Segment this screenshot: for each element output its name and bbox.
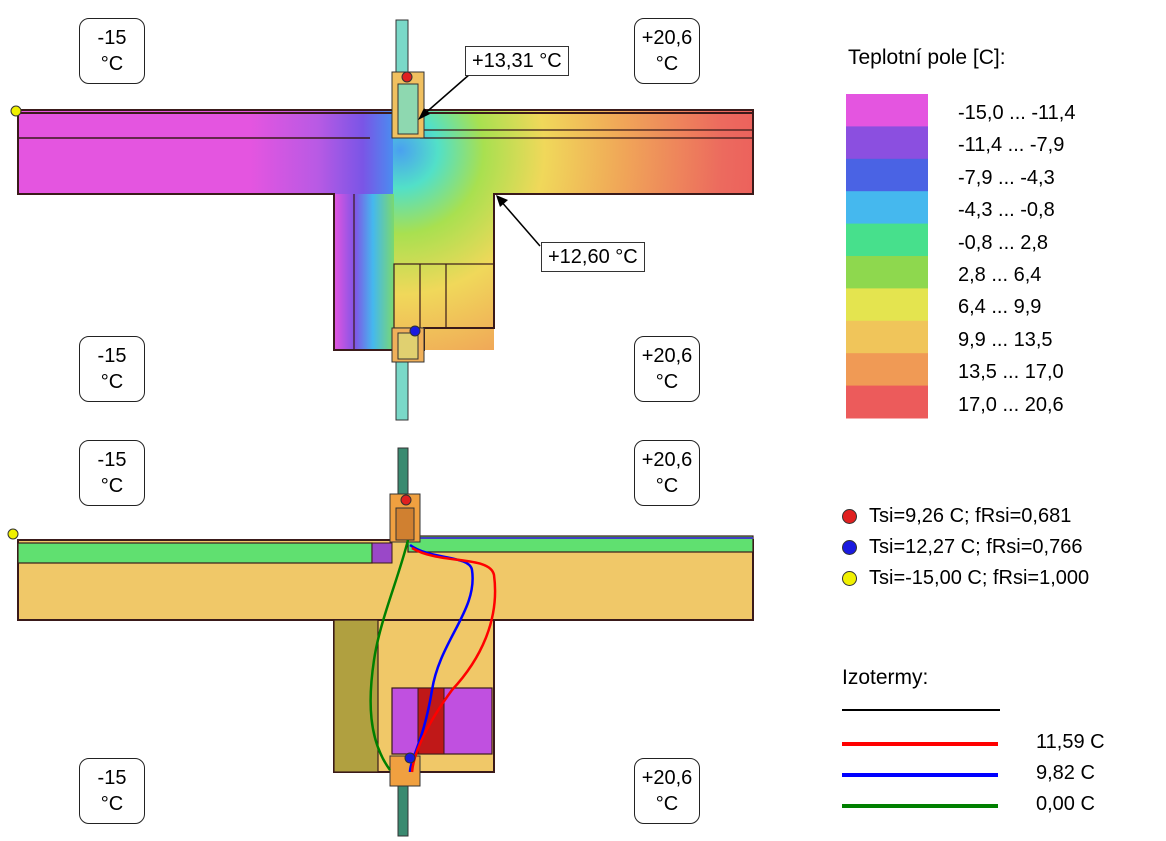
temp-value: -15: [97, 27, 127, 49]
temp-unit: °C: [100, 371, 124, 393]
legend-range-label: -0,8 ... 2,8: [958, 231, 1049, 254]
exterior-temp-top-1: -15 °C: [79, 18, 145, 84]
temp-unit: °C: [655, 53, 679, 75]
legend-swatch: [846, 385, 928, 419]
isotherms-title: Izotermy:: [842, 666, 929, 689]
temp-unit: °C: [655, 371, 679, 393]
temp-value: +20,6: [641, 27, 693, 49]
legend-swatch: [846, 320, 928, 354]
temp-unit: °C: [100, 793, 124, 815]
legend-range-label: -11,4 ... -7,9: [958, 134, 1065, 157]
temp-value: -15: [97, 767, 127, 789]
legend-range-label: 2,8 ... 6,4: [958, 264, 1042, 286]
temp-unit: °C: [655, 475, 679, 497]
temp-value: -15: [97, 449, 127, 471]
slab-bottom: [7, 447, 754, 837]
legend-range-label: -7,9 ... -4,3: [958, 166, 1055, 189]
legend-range-label: 17,0 ... 20,6: [958, 393, 1064, 416]
temp-unit: °C: [655, 793, 679, 815]
legend-range-label: 13,5 ... 17,0: [958, 361, 1064, 384]
point-legend-item: Tsi=9,26 C; fRsi=0,681: [842, 503, 1071, 529]
interior-temp-top-1: +20,6 °C: [634, 18, 700, 84]
legend-swatch: [846, 256, 928, 289]
temp-value: +20,6: [641, 449, 693, 471]
legend-range-label: -4,3 ... -0,8: [958, 199, 1055, 222]
point-dot-icon: [842, 508, 857, 524]
callout-lower-temp: +12,60 °C: [541, 242, 645, 272]
point-label: Tsi=-15,00 C; fRsi=1,000: [869, 567, 1090, 589]
legend-swatch: [846, 353, 928, 387]
interior-temp-bottom-2: +20,6 °C: [634, 758, 700, 824]
isotherm-line-swatch: [842, 804, 998, 808]
point-legend-item: Tsi=-15,00 C; fRsi=1,000: [842, 565, 1089, 591]
temp-unit: °C: [100, 53, 124, 75]
legend-range-label: 6,4 ... 9,9: [958, 296, 1042, 319]
legend-color-bar: [846, 94, 928, 419]
legend-swatch: [846, 223, 928, 257]
temp-value: -15: [97, 345, 127, 367]
slab-top: [10, 19, 754, 421]
temp-unit: °C: [100, 475, 124, 497]
exterior-temp-top-2: -15 °C: [79, 336, 145, 402]
interior-temp-top-2: +20,6 °C: [634, 336, 700, 402]
isotherm-label: 9,82 C: [1036, 762, 1095, 784]
callout-upper-temp: +13,31 °C: [465, 46, 569, 76]
exterior-temp-bottom-2: -15 °C: [79, 758, 145, 824]
point-legend-item: Tsi=12,27 C; fRsi=0,766: [842, 534, 1082, 560]
point-dot-icon: [842, 539, 857, 555]
point-label: Tsi=12,27 C; fRsi=0,766: [869, 536, 1083, 558]
exterior-temp-bottom-1: -15 °C: [79, 440, 145, 506]
legend-swatch: [846, 288, 928, 322]
temp-value: +20,6: [641, 345, 693, 367]
legend-swatch: [846, 94, 928, 127]
isotherm-line-swatch: [842, 742, 998, 746]
interior-temp-bottom-1: +20,6 °C: [634, 440, 700, 506]
legend-swatch: [846, 126, 928, 160]
legend-range-label: 9,9 ... 13,5: [958, 328, 1053, 351]
legend-title: Teplotní pole [C]:: [848, 46, 1006, 69]
legend-swatch: [846, 191, 928, 225]
legend-range-label: -15,0 ... -11,4: [958, 102, 1076, 124]
isotherm-label: 11,59 C: [1036, 731, 1105, 753]
legend-swatch: [846, 158, 928, 192]
isotherm-line-swatch: [842, 773, 998, 777]
temp-value: +20,6: [641, 767, 693, 789]
isotherms-divider: [842, 709, 1000, 711]
isotherm-label: 0,00 C: [1036, 793, 1095, 815]
point-dot-icon: [842, 570, 857, 586]
point-label: Tsi=9,26 C; fRsi=0,681: [869, 505, 1072, 527]
